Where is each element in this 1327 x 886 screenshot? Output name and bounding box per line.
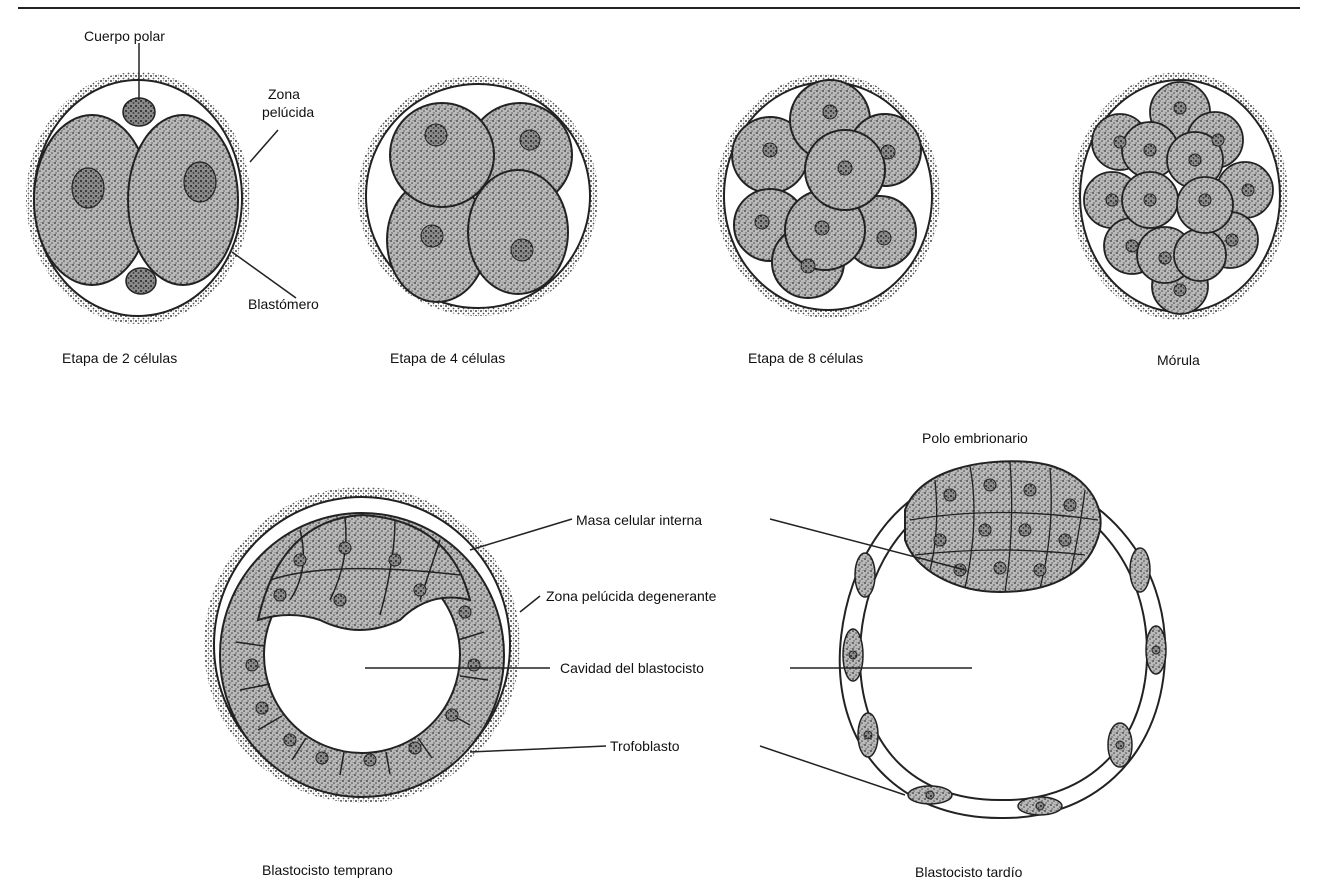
- leader-blastomero: [232, 252, 296, 298]
- label-zona-pelucida-degenerante: Zona pelúcida degenerante: [546, 588, 716, 604]
- morula-drawing: [1072, 72, 1288, 320]
- label-trofoblasto: Trofoblasto: [610, 738, 680, 754]
- late-blastocyst-drawing: [840, 461, 1166, 818]
- caption-2-cell-stage: Etapa de 2 células: [62, 350, 177, 366]
- label-cavidad-blastocisto: Cavidad del blastocisto: [560, 660, 704, 676]
- label-masa-celular-interna: Masa celular interna: [576, 512, 702, 528]
- two-cell-stage-drawing: [26, 43, 296, 324]
- label-polo-embrionario: Polo embrionario: [922, 430, 1028, 446]
- caption-blastocisto-temprano: Blastocisto temprano: [262, 862, 393, 878]
- nucleus: [184, 162, 216, 202]
- leader-zona: [250, 130, 278, 162]
- polar-body: [123, 98, 155, 126]
- nucleus: [72, 168, 104, 208]
- eight-cell-stage-drawing: [716, 74, 940, 318]
- caption-blastocisto-tardio: Blastocisto tardío: [915, 864, 1022, 880]
- caption-8-cell-stage: Etapa de 8 células: [748, 350, 863, 366]
- blastomere: [128, 115, 238, 285]
- early-blastocyst-drawing: [204, 487, 520, 803]
- label-cuerpo-polar: Cuerpo polar: [84, 28, 165, 44]
- label-zona-line2: pelúcida: [262, 104, 314, 120]
- caption-4-cell-stage: Etapa de 4 células: [390, 350, 505, 366]
- caption-morula: Mórula: [1157, 352, 1200, 368]
- four-cell-stage-drawing: [358, 76, 598, 316]
- label-blastomero: Blastómero: [248, 296, 319, 312]
- label-zona-line1: Zona: [268, 86, 300, 102]
- polar-body: [126, 268, 156, 294]
